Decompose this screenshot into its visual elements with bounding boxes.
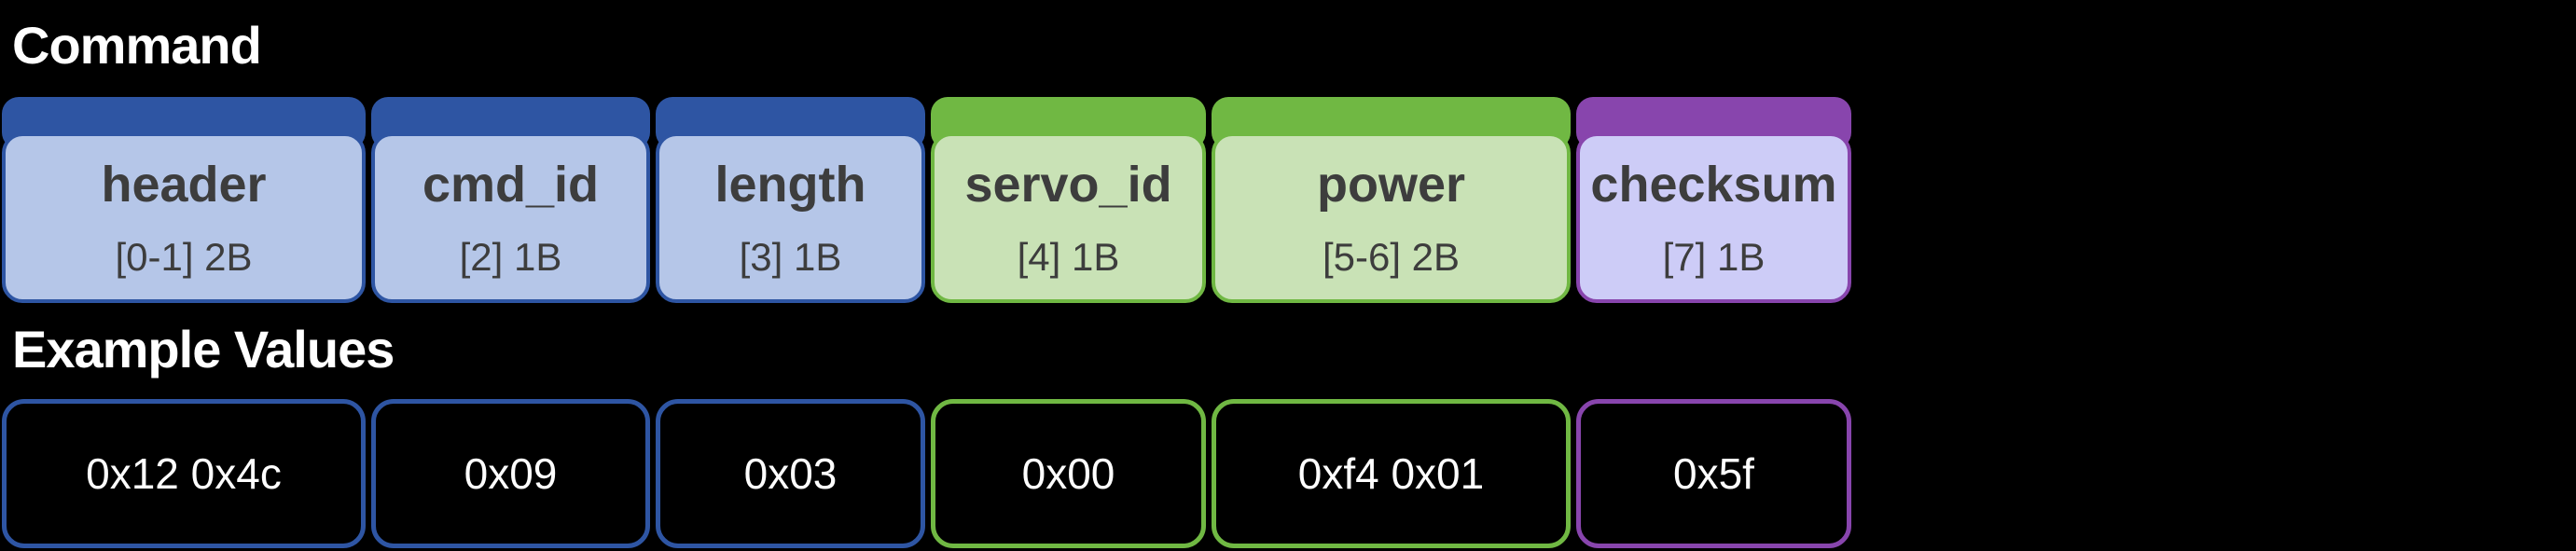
field-body: length [3] 1B: [656, 132, 925, 303]
field-label: checksum: [1590, 156, 1837, 213]
field-body: checksum [7] 1B: [1576, 132, 1851, 303]
field-label: header: [101, 156, 267, 213]
field-label: servo_id: [964, 156, 1172, 213]
field-block-power: power [5-6] 2B: [1212, 97, 1571, 303]
field-label: length: [714, 156, 866, 213]
example-value: 0x5f: [1673, 449, 1754, 498]
field-bytes: [2] 1B: [459, 234, 562, 279]
field-block-header: header [0-1] 2B: [2, 97, 366, 303]
example-value-box-length: 0x03: [656, 399, 925, 548]
field-body: cmd_id [2] 1B: [371, 132, 650, 303]
field-bytes: [5-6] 2B: [1322, 234, 1461, 279]
example-value-box-power: 0xf4 0x01: [1212, 399, 1571, 548]
example-value: 0x09: [464, 449, 558, 498]
field-bytes: [0-1] 2B: [115, 234, 253, 279]
command-fields-row: header [0-1] 2B cmd_id [2] 1B length [3]…: [2, 97, 1851, 303]
field-bytes: [4] 1B: [1017, 234, 1120, 279]
field-label: cmd_id: [422, 156, 600, 213]
field-bytes: [7] 1B: [1662, 234, 1766, 279]
example-value-box-servo-id: 0x00: [931, 399, 1206, 548]
example-value-box-checksum: 0x5f: [1576, 399, 1851, 548]
field-body: servo_id [4] 1B: [931, 132, 1206, 303]
field-label: power: [1316, 156, 1466, 213]
field-block-servo-id: servo_id [4] 1B: [931, 97, 1206, 303]
example-value: 0x00: [1021, 449, 1115, 498]
example-value: 0x12 0x4c: [86, 449, 282, 498]
field-block-length: length [3] 1B: [656, 97, 925, 303]
field-block-cmd-id: cmd_id [2] 1B: [371, 97, 650, 303]
field-body: power [5-6] 2B: [1212, 132, 1571, 303]
command-section-title: Command: [12, 16, 262, 75]
example-value-box-header: 0x12 0x4c: [2, 399, 366, 548]
example-values-row: 0x12 0x4c 0x09 0x03 0x00 0xf4 0x01 0x5f: [2, 399, 1851, 548]
example-value-box-cmd-id: 0x09: [371, 399, 650, 548]
field-body: header [0-1] 2B: [2, 132, 366, 303]
example-value: 0xf4 0x01: [1297, 449, 1485, 498]
example-values-section-title: Example Values: [12, 320, 395, 379]
example-value: 0x03: [743, 449, 838, 498]
field-bytes: [3] 1B: [739, 234, 842, 279]
field-block-checksum: checksum [7] 1B: [1576, 97, 1851, 303]
